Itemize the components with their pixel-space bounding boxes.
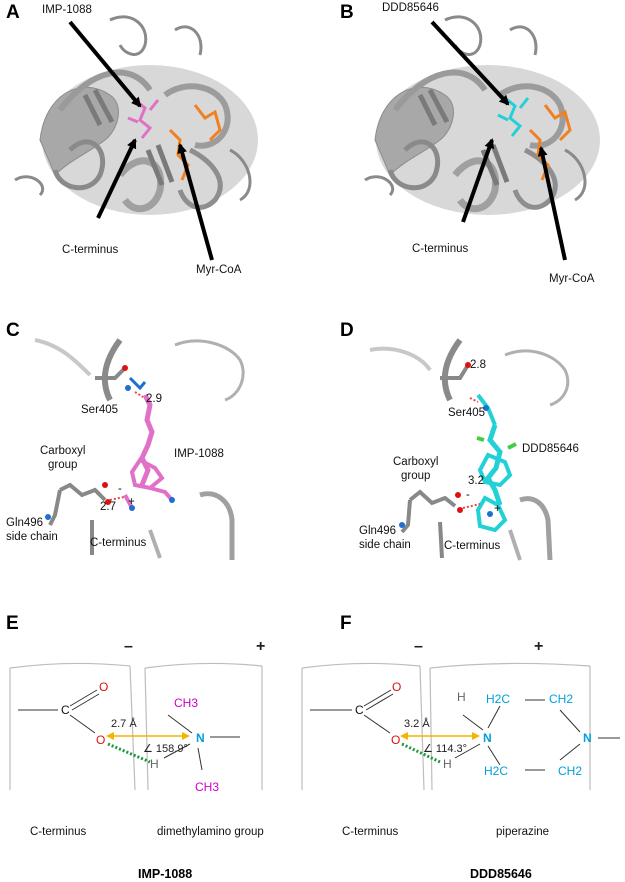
distance-cterm-d: 3.2 bbox=[468, 475, 484, 487]
title-ddd85646: DDD85646 bbox=[470, 867, 532, 881]
binding-site-d bbox=[369, 338, 570, 561]
myrcoa-label-b: Myr-CoA bbox=[549, 273, 595, 285]
plus-sign-d: + bbox=[494, 503, 501, 515]
distance-cterm-c: 2.7 bbox=[100, 501, 116, 513]
ch2-bottom-f: CH2 bbox=[558, 764, 583, 778]
minus-charge-e: – bbox=[124, 638, 133, 655]
carbon-atom-f: C bbox=[355, 703, 364, 717]
gln496-label-c-1: Gln496 bbox=[6, 517, 44, 529]
gln496-label-c-2: side chain bbox=[6, 531, 58, 543]
carboxyl-label-c-1: Carboxyl bbox=[40, 445, 86, 457]
cterminus-caption-f: C-terminus bbox=[342, 826, 399, 838]
arrow-myrcoa-a bbox=[177, 143, 214, 261]
carboxyl-label-c-2: group bbox=[48, 459, 78, 471]
ch3-bottom-e: CH3 bbox=[195, 780, 220, 794]
ligand-label-d: DDD85646 bbox=[522, 443, 579, 455]
plus-sign-c: + bbox=[128, 496, 135, 508]
angle-label-f: ∠ 114.3° bbox=[423, 743, 468, 755]
cterminus-caption-e: C-terminus bbox=[30, 826, 87, 838]
schematic-f bbox=[301, 662, 591, 791]
arrow-imp1088-a bbox=[68, 20, 142, 108]
panel-label-f: F bbox=[340, 613, 352, 634]
nitrogen-atom-f-1: N bbox=[483, 731, 492, 745]
panel-label-e: E bbox=[6, 613, 19, 634]
panel-label-c: C bbox=[6, 320, 20, 341]
piperazine-caption-f: piperazine bbox=[496, 826, 550, 838]
nitrogen-atom-e: N bbox=[196, 731, 205, 745]
panel-label-d: D bbox=[340, 320, 354, 341]
dimethylamino-caption-e: dimethylamino group bbox=[157, 826, 264, 838]
title-imp1088: IMP-1088 bbox=[138, 867, 193, 881]
protein-structure-a bbox=[14, 15, 258, 215]
cterminus-label-c: C-terminus bbox=[90, 537, 147, 549]
carboxyl-label-d-1: Carboxyl bbox=[393, 456, 439, 468]
ligand-ddd85646-b bbox=[497, 96, 530, 137]
minus-sign-d: - bbox=[466, 489, 470, 501]
angle-label-e: ∠ 158.9° bbox=[143, 743, 188, 755]
ch3-top-e: CH3 bbox=[174, 696, 199, 710]
carbon-atom-e: C bbox=[61, 703, 70, 717]
ch2-top-f: CH2 bbox=[549, 692, 574, 706]
oxygen-top-f: O bbox=[392, 680, 402, 694]
gln496-label-d-2: side chain bbox=[359, 539, 411, 551]
ligand-label-ddd85646: DDD85646 bbox=[382, 2, 439, 14]
minus-sign-c: - bbox=[118, 483, 122, 495]
myrcoa-label-a: Myr-CoA bbox=[196, 264, 242, 276]
ligand-imp1088-a bbox=[127, 98, 160, 139]
green-bond-f bbox=[401, 742, 441, 764]
distance-label-f: 3.2 Å bbox=[404, 718, 430, 730]
schematic-e bbox=[9, 662, 263, 791]
cterminus-label-b: C-terminus bbox=[412, 243, 469, 255]
binding-site-c bbox=[34, 338, 245, 560]
bonds-f bbox=[310, 689, 620, 771]
cterminus-label-a: C-terminus bbox=[62, 244, 119, 256]
ser405-label-c: Ser405 bbox=[81, 404, 119, 416]
arrow-cterminus-a bbox=[96, 138, 137, 219]
minus-charge-f: – bbox=[414, 638, 423, 655]
bonds-e bbox=[18, 689, 240, 771]
oxygen-bottom-e: O bbox=[96, 733, 106, 747]
arrow-myrcoa-b bbox=[537, 146, 567, 261]
cterminus-label-d: C-terminus bbox=[444, 540, 501, 552]
nitrogen-atom-f-2: N bbox=[583, 731, 592, 745]
ligand-label-imp1088: IMP-1088 bbox=[42, 4, 92, 16]
distance-ser-d: 2.8 bbox=[470, 359, 486, 371]
arrow-ddd85646-b bbox=[430, 20, 510, 106]
hydrogen-atom-e: H bbox=[150, 757, 159, 771]
distance-ser-c: 2.9 bbox=[146, 393, 162, 405]
oxygen-bottom-f: O bbox=[391, 733, 401, 747]
oxygen-top-e: O bbox=[99, 680, 109, 694]
h2c-bottom-f: H2C bbox=[484, 764, 509, 778]
panel-label-a: A bbox=[6, 2, 20, 23]
panel-label-b: B bbox=[340, 2, 354, 23]
hydrogen-bottom-f: H bbox=[443, 757, 452, 771]
ser405-label-d: Ser405 bbox=[448, 407, 486, 419]
h2c-top-f: H2C bbox=[486, 692, 511, 706]
arrow-cterminus-b bbox=[461, 138, 495, 223]
carboxyl-label-d-2: group bbox=[401, 470, 431, 482]
plus-charge-f: + bbox=[534, 638, 544, 655]
distance-label-e: 2.7 Å bbox=[111, 718, 137, 730]
hydrogen-top-f: H bbox=[457, 690, 466, 704]
plus-charge-e: + bbox=[256, 638, 266, 655]
ligand-label-c: IMP-1088 bbox=[174, 448, 224, 460]
gln496-label-d-1: Gln496 bbox=[359, 525, 397, 537]
